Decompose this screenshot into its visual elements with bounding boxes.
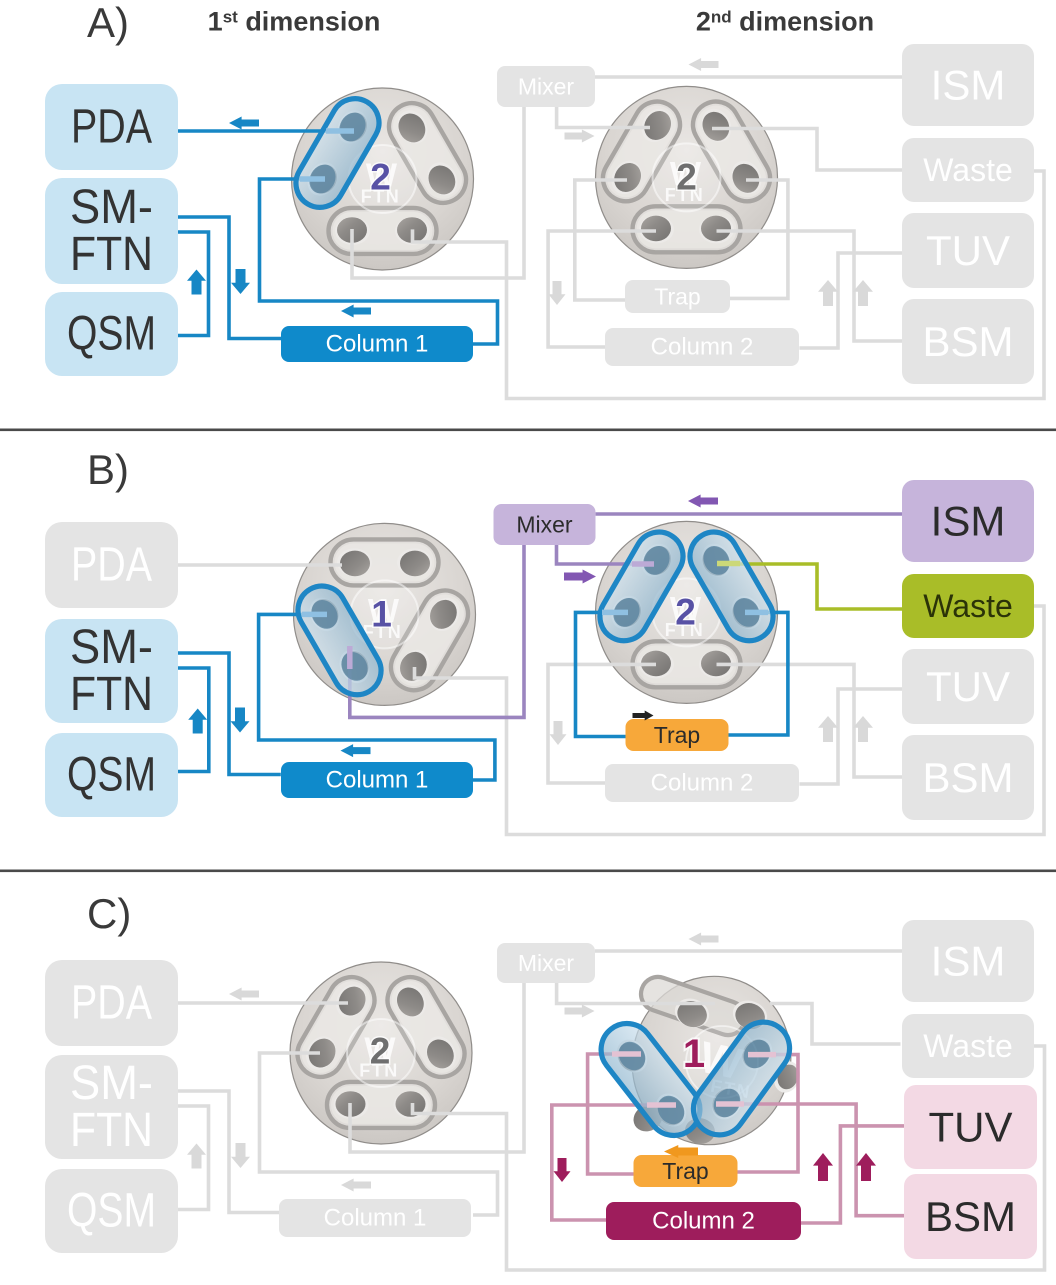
svg-text:TUV: TUV bbox=[929, 1104, 1013, 1151]
svg-text:FTN: FTN bbox=[665, 185, 705, 205]
svg-text:Mixer: Mixer bbox=[516, 512, 573, 538]
svg-text:FTN: FTN bbox=[70, 1104, 153, 1157]
svg-text:PDA: PDA bbox=[71, 977, 152, 1030]
svg-text:2: 2 bbox=[676, 157, 697, 198]
svg-text:FTN: FTN bbox=[70, 668, 153, 721]
svg-text:W: W bbox=[670, 155, 702, 192]
svg-text:BSM: BSM bbox=[922, 318, 1013, 365]
svg-text:ISM: ISM bbox=[931, 498, 1006, 545]
svg-text:Trap: Trap bbox=[654, 284, 700, 310]
svg-text:Column 2: Column 2 bbox=[651, 334, 754, 361]
svg-text:Waste: Waste bbox=[923, 1028, 1013, 1064]
svg-text:SM-: SM- bbox=[70, 1057, 153, 1110]
svg-text:Trap: Trap bbox=[654, 722, 700, 748]
svg-text:BSM: BSM bbox=[925, 1193, 1016, 1240]
svg-text:TUV: TUV bbox=[926, 227, 1010, 274]
svg-text:QSM: QSM bbox=[67, 1185, 156, 1238]
svg-text:ISM: ISM bbox=[931, 62, 1006, 109]
svg-text:1: 1 bbox=[683, 1032, 705, 1076]
svg-text:FTN: FTN bbox=[361, 187, 401, 207]
svg-text:W: W bbox=[670, 590, 702, 627]
svg-text:2: 2 bbox=[675, 592, 696, 633]
svg-text:A): A) bbox=[87, 0, 129, 46]
svg-text:W: W bbox=[364, 1031, 396, 1068]
svg-text:PDA: PDA bbox=[71, 539, 152, 592]
svg-text:TUV: TUV bbox=[926, 663, 1010, 710]
svg-text:Column 1: Column 1 bbox=[326, 767, 429, 794]
svg-text:W: W bbox=[366, 157, 398, 194]
svg-text:FTN: FTN bbox=[70, 228, 153, 281]
svg-text:2nd dimension: 2nd dimension bbox=[696, 7, 874, 37]
svg-text:Column 1: Column 1 bbox=[326, 331, 429, 358]
svg-text:Mixer: Mixer bbox=[518, 74, 575, 100]
svg-text:FTN: FTN bbox=[665, 620, 705, 640]
svg-text:W: W bbox=[368, 592, 400, 629]
svg-text:2: 2 bbox=[370, 1031, 391, 1072]
svg-text:Column 1: Column 1 bbox=[324, 1205, 427, 1232]
svg-text:PDA: PDA bbox=[71, 101, 152, 154]
svg-text:FTN: FTN bbox=[363, 622, 403, 642]
svg-text:QSM: QSM bbox=[67, 749, 156, 802]
svg-text:ISM: ISM bbox=[931, 938, 1006, 985]
svg-text:Waste: Waste bbox=[923, 588, 1013, 624]
svg-text:C): C) bbox=[87, 890, 131, 937]
svg-text:SM-: SM- bbox=[70, 181, 153, 234]
svg-text:BSM: BSM bbox=[922, 754, 1013, 801]
svg-text:Trap: Trap bbox=[662, 1158, 708, 1184]
svg-text:1: 1 bbox=[371, 594, 392, 635]
svg-text:SM-: SM- bbox=[70, 621, 153, 674]
svg-text:Column 2: Column 2 bbox=[652, 1208, 755, 1235]
svg-text:Waste: Waste bbox=[923, 152, 1013, 188]
svg-text:FTN: FTN bbox=[359, 1061, 399, 1081]
svg-text:1st dimension: 1st dimension bbox=[208, 7, 381, 37]
svg-text:Column 2: Column 2 bbox=[651, 770, 754, 797]
svg-text:QSM: QSM bbox=[67, 308, 156, 361]
svg-text:B): B) bbox=[87, 446, 129, 493]
svg-text:2: 2 bbox=[370, 157, 391, 198]
svg-text:Mixer: Mixer bbox=[518, 950, 575, 976]
